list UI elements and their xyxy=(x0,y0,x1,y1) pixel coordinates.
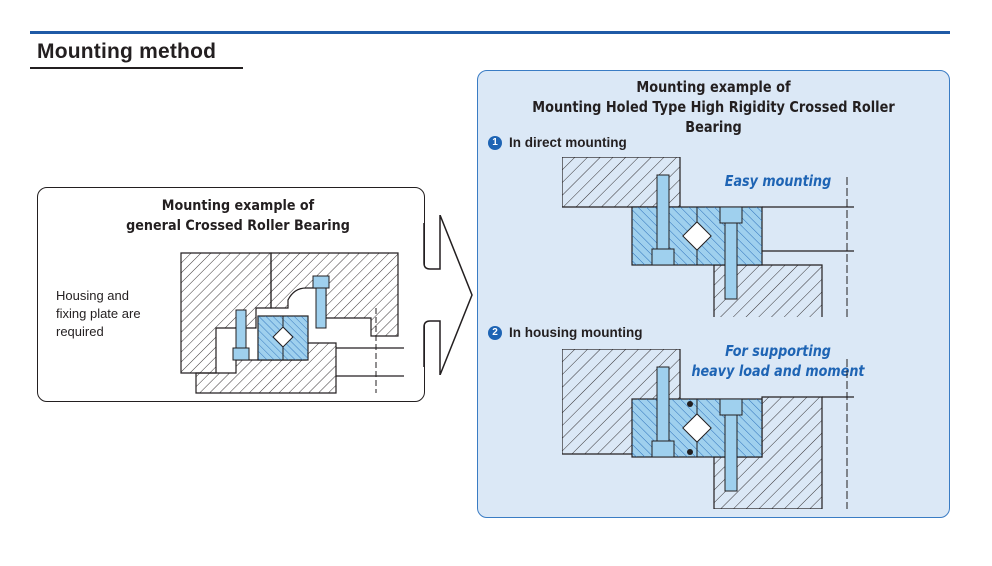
general-bearing-title: Mounting example of general Crossed Roll… xyxy=(124,196,353,236)
easy-mounting-callout: Easy mounting xyxy=(719,171,838,191)
direct-mounting-label: 1 In direct mounting xyxy=(488,135,627,150)
housing-mounting-drawing xyxy=(562,349,854,509)
housing-mounting-number: 2 xyxy=(488,325,502,340)
heavy-load-callout: For supporting heavy load and moment xyxy=(685,341,872,381)
holed-bearing-title-line2: Mounting Holed Type High Rigidity Crosse… xyxy=(532,98,895,136)
general-bearing-drawing xyxy=(180,252,404,394)
housing-note-line2: fixing plate are xyxy=(56,306,141,321)
section-title: Mounting method xyxy=(37,40,217,63)
general-bearing-title-line1: Mounting example of xyxy=(161,198,315,214)
direct-mounting-drawing xyxy=(562,157,854,317)
housing-mounting-label: 2 In housing mounting xyxy=(488,325,642,340)
general-bearing-title-line2: general Crossed Roller Bearing xyxy=(126,218,350,234)
heavy-load-line1: For supporting xyxy=(725,342,831,360)
header-rule xyxy=(30,31,950,34)
transition-arrow-icon xyxy=(423,215,473,375)
direct-mounting-text: In direct mounting xyxy=(509,135,627,150)
direct-mounting-number: 1 xyxy=(488,135,502,150)
general-bearing-panel: Mounting example of general Crossed Roll… xyxy=(37,187,425,402)
housing-note: Housing and fixing plate are required xyxy=(56,287,176,341)
heavy-load-line2: heavy load and moment xyxy=(691,362,865,380)
holed-bearing-title: Mounting example of Mounting Holed Type … xyxy=(511,77,916,137)
title-underline xyxy=(30,67,243,69)
housing-note-line3: required xyxy=(56,324,104,339)
holed-bearing-panel: Mounting example of Mounting Holed Type … xyxy=(477,70,950,518)
holed-bearing-title-line1: Mounting example of xyxy=(636,78,791,96)
easy-mounting-line1: Easy mounting xyxy=(724,172,832,190)
housing-mounting-text: In housing mounting xyxy=(509,325,643,340)
housing-note-line1: Housing and xyxy=(56,288,129,303)
